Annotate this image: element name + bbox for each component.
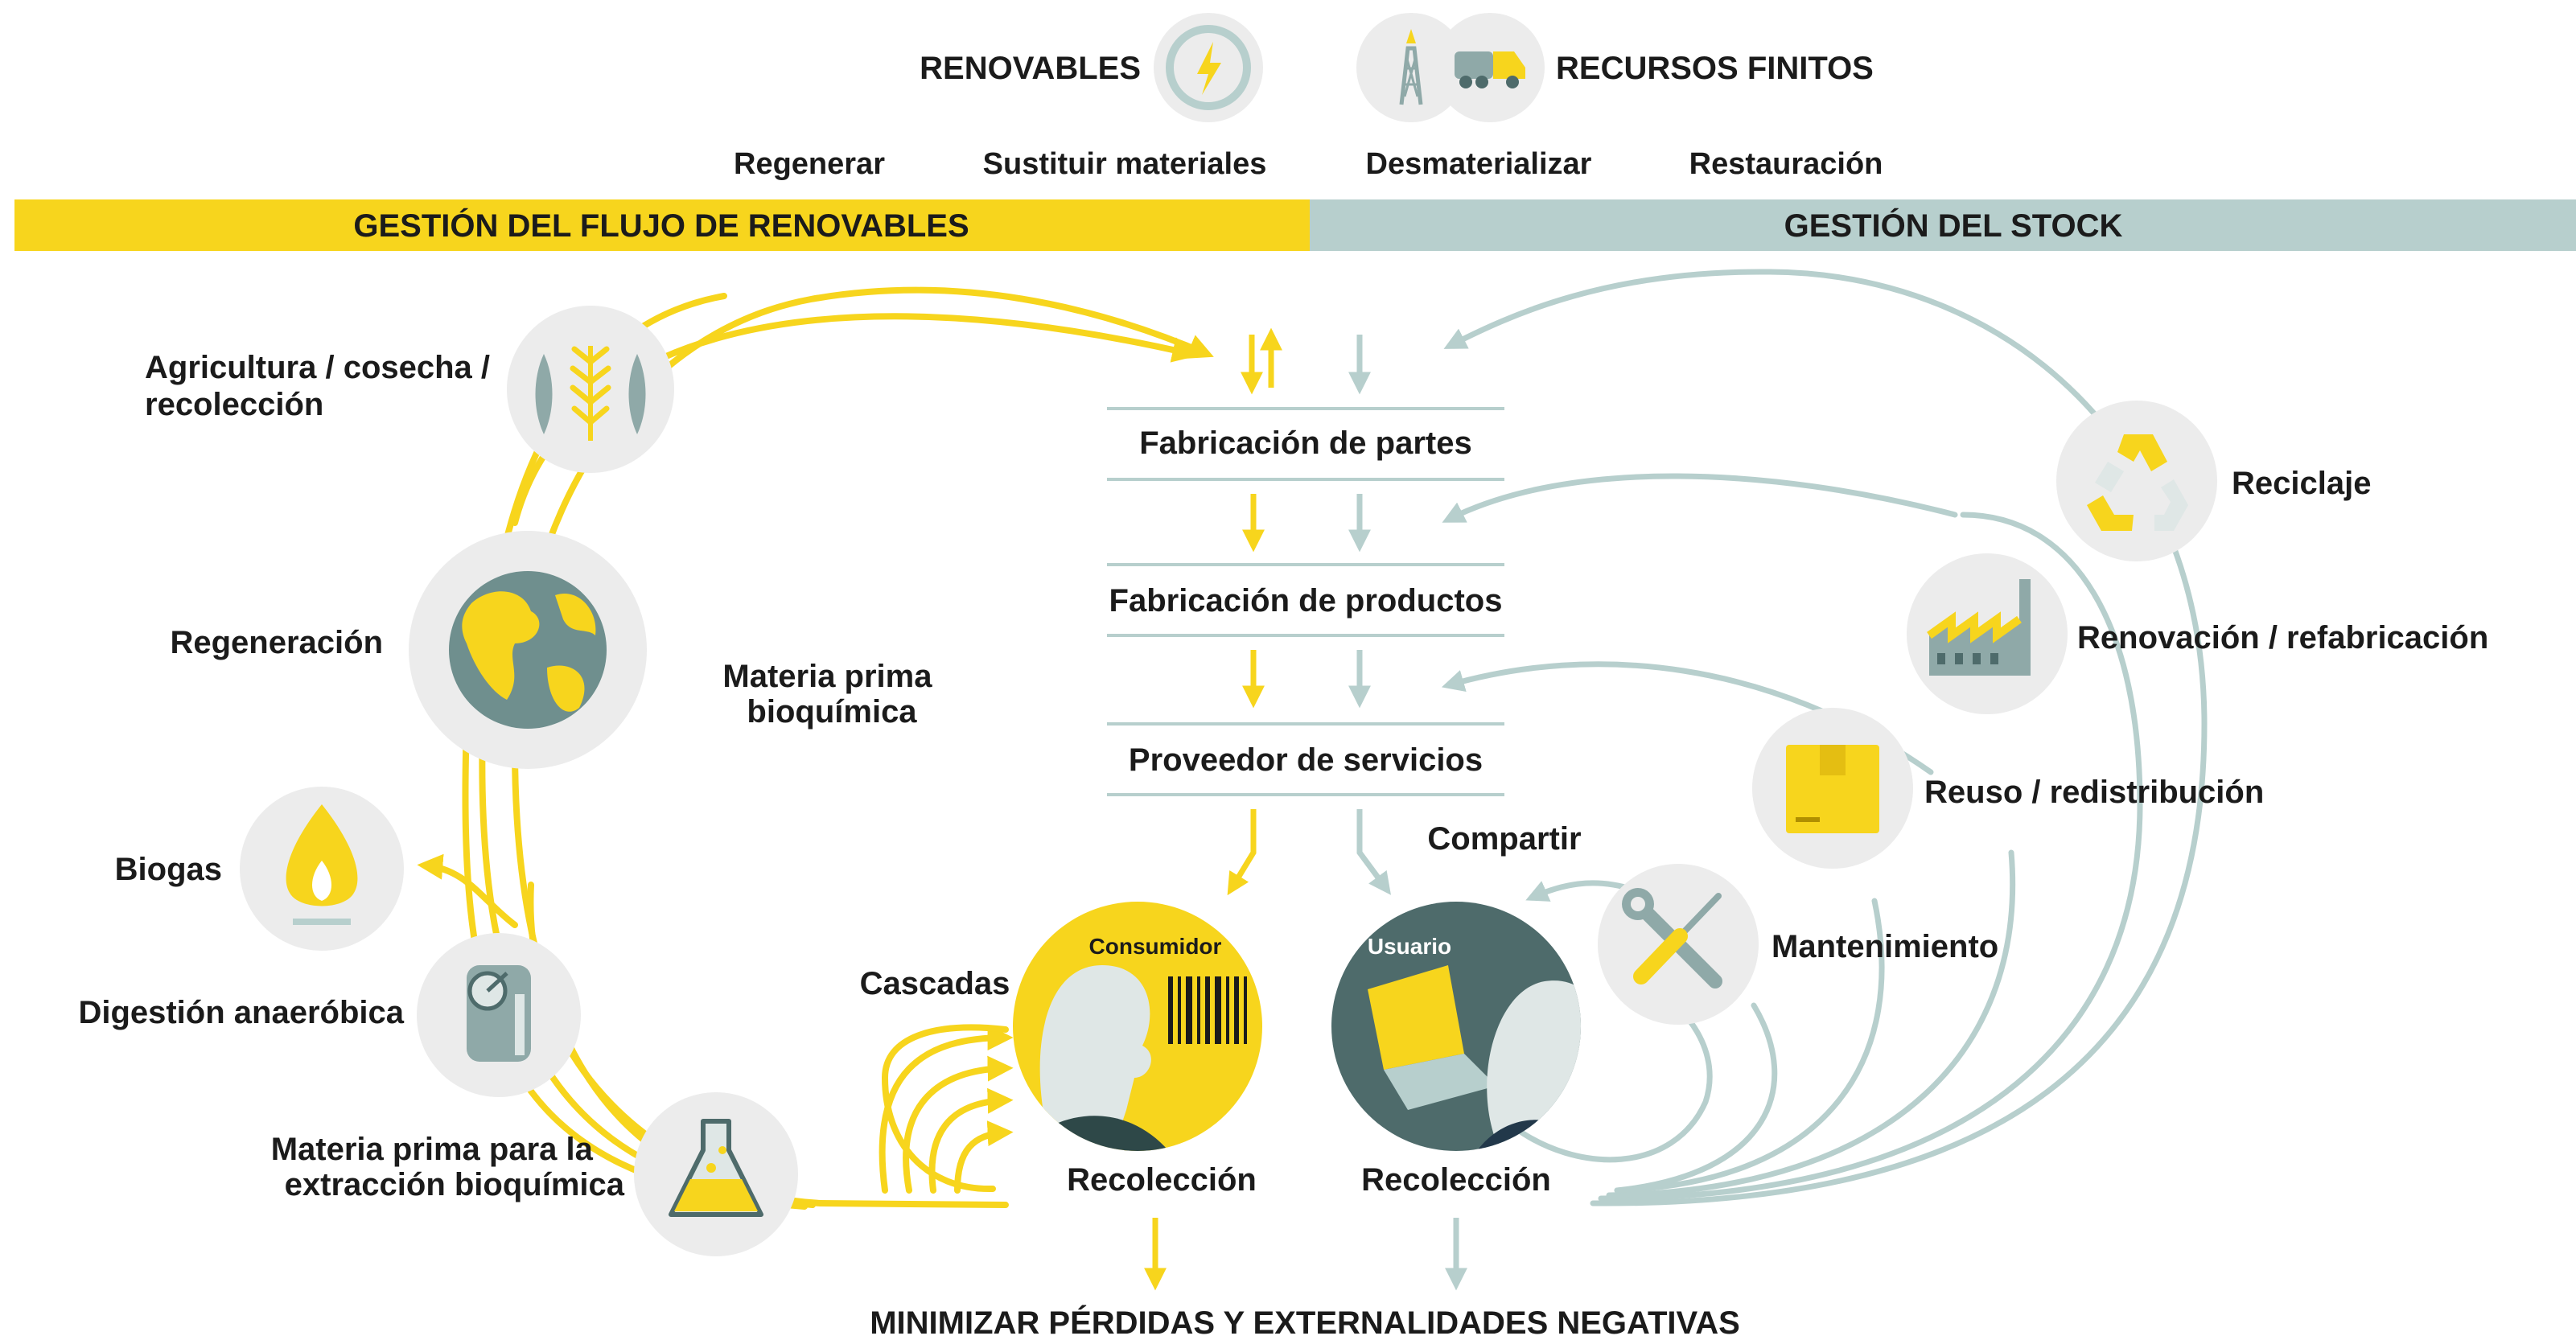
box-icon xyxy=(1752,708,1913,869)
extraction-feedstock-label: Materia prima para la extracción bioquím… xyxy=(271,1132,625,1202)
user-label: Usuario xyxy=(1368,934,1451,959)
barcode xyxy=(1168,976,1247,1044)
factory-icon xyxy=(1907,553,2068,714)
stock-management-label: GESTIÓN DEL STOCK xyxy=(1784,207,2123,244)
renewables-title: RENOVABLES xyxy=(920,51,1141,86)
fish-wheat-icon xyxy=(507,306,674,473)
flame-icon xyxy=(240,787,404,951)
biogas-label: Biogas xyxy=(115,852,222,887)
maintenance-label: Mantenimiento xyxy=(1772,929,1998,964)
consumer-label: Consumidor xyxy=(1089,934,1222,959)
refurbish-label: Renovación / refabricación xyxy=(2077,620,2488,656)
renewables-flow-label: GESTIÓN DEL FLUJO DE RENOVABLES xyxy=(353,207,969,244)
cascades-label: Cascadas xyxy=(860,966,1010,1001)
recycling-label: Reciclaje xyxy=(2232,466,2371,501)
anaerobic-digestion-label: Digestión anaeróbica xyxy=(78,995,404,1030)
stage-product-manufacturing: Fabricación de productos xyxy=(1109,583,1503,619)
stock-management-bar xyxy=(1310,199,2576,251)
minimize-losses-title: MINIMIZAR PÉRDIDAS Y EXTERNALIDADES NEGA… xyxy=(870,1305,1740,1340)
consumer-icon: Consumidor xyxy=(1013,902,1262,1151)
principle-dematerialize: Desmaterializar xyxy=(1366,147,1592,181)
user-laptop-icon: Usuario xyxy=(1331,902,1581,1151)
reuse-label: Reuso / redistribución xyxy=(1924,775,2264,810)
manufacturing-stages: Fabricación de partes Fabricación de pro… xyxy=(1107,327,1582,896)
recycle-icon xyxy=(2056,401,2217,561)
stage-parts-manufacturing: Fabricación de partes xyxy=(1139,425,1471,461)
lightning-icon xyxy=(1154,13,1263,122)
wrench-screwdriver-icon xyxy=(1598,864,1759,1025)
renewables-flow-bar xyxy=(14,199,1310,251)
agriculture-label: Agricultura / cosecha / recolección xyxy=(145,350,499,422)
principle-substitute: Sustituir materiales xyxy=(983,147,1267,181)
digester-tank-icon xyxy=(417,933,581,1097)
principle-restore: Restauración xyxy=(1689,147,1883,181)
regeneration-label: Regeneración xyxy=(170,625,383,660)
globe-icon xyxy=(409,531,647,769)
principle-regenerate: Regenerar xyxy=(734,147,885,181)
biochem-feedstock-label: Materia prima bioquímica xyxy=(722,659,940,730)
flask-icon xyxy=(634,1092,798,1256)
share-label: Compartir xyxy=(1427,821,1581,857)
oil-rig-icon xyxy=(1356,13,1466,122)
collection-right-label: Recolección xyxy=(1361,1162,1551,1198)
finite-resources-title: RECURSOS FINITOS xyxy=(1556,51,1874,86)
collection-left-label: Recolección xyxy=(1067,1162,1257,1198)
header: RENOVABLES RECURSOS FINITOS Regenerar Su… xyxy=(14,13,2576,251)
stage-service-provider: Proveedor de servicios xyxy=(1129,742,1483,778)
truck-icon xyxy=(1435,13,1545,122)
